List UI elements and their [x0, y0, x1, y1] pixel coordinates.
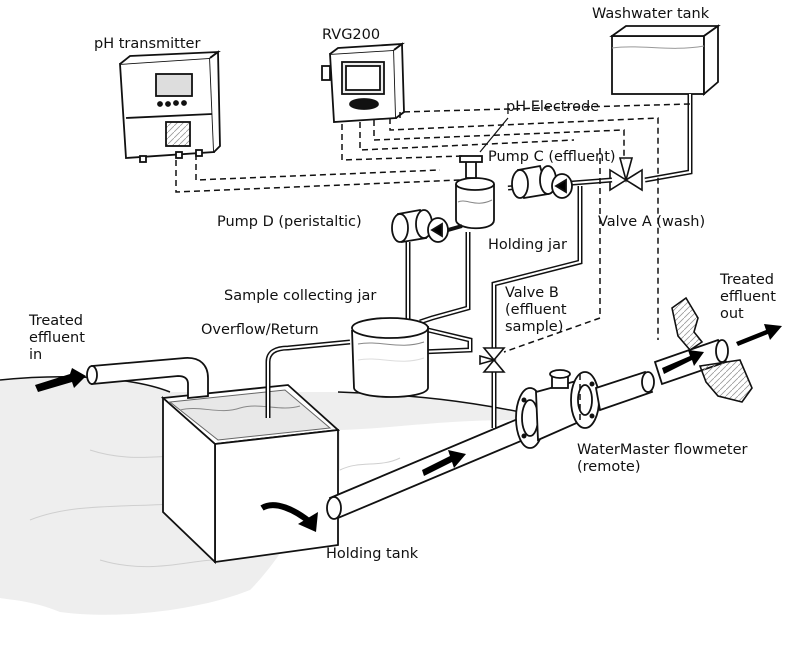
pump-d-icon [391, 208, 449, 244]
outlet-pipe [594, 338, 729, 412]
ph-transmitter-device [119, 50, 221, 163]
watermaster-flowmeter [515, 369, 600, 449]
label-holding-tank: Holding tank [326, 546, 419, 562]
label-ph-electrode: pH Electrode [506, 99, 600, 115]
ph-electrode-leader [479, 117, 509, 153]
rvg200-device [321, 42, 405, 123]
label-ph-transmitter: pH transmitter [94, 36, 201, 52]
pump-d-pipe [447, 224, 463, 232]
inlet-flow-arrow [35, 368, 86, 392]
label-overflow-return: Overflow/Return [201, 322, 319, 338]
label-treated-effluent-out: Treated effluent out [720, 272, 776, 322]
label-pump-c: Pump C (effluent) [488, 149, 616, 165]
valve-b-icon [479, 347, 506, 373]
sample-collecting-jar [351, 317, 429, 398]
holding-tank-flow-arrow [260, 502, 318, 532]
label-valve-b: Valve B (effluent sample) [505, 285, 567, 335]
holding-jar [455, 155, 495, 230]
holding-tank [160, 384, 341, 565]
washwater-tank [609, 24, 721, 96]
main-flow-arrow [422, 450, 466, 476]
inlet-pipe [86, 357, 209, 399]
label-watermaster-flowmeter: WaterMaster flowmeter (remote) [577, 442, 748, 475]
label-washwater-tank: Washwater tank [592, 6, 710, 22]
pump-c-icon [511, 164, 573, 200]
label-treated-effluent-in: Treated effluent in [29, 313, 85, 363]
label-pump-d: Pump D (peristaltic) [217, 214, 362, 230]
label-holding-jar: Holding jar [488, 237, 567, 253]
washwater-line [644, 94, 693, 183]
signal-lines [175, 103, 691, 420]
label-rvg200: RVG200 [322, 27, 381, 43]
outlet-pipe-arrow [662, 350, 704, 374]
label-sample-collecting-jar: Sample collecting jar [224, 288, 377, 304]
outlet-wall [671, 296, 753, 403]
outlet-flow-arrow [736, 324, 782, 346]
label-valve-a: Valve A (wash) [598, 214, 706, 230]
